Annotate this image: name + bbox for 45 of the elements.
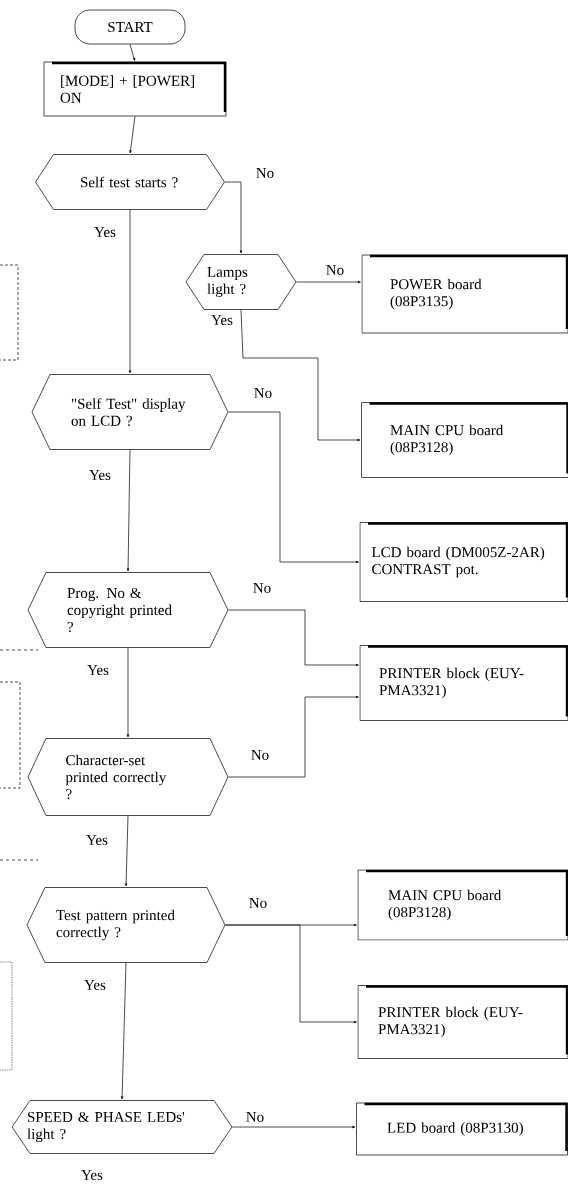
- decision-hexagon: Prog. No & copyright printed ?: [27, 572, 229, 648]
- component-box: POWER board (08P3135): [361, 254, 568, 334]
- component-box: LED board (08P3130): [356, 1102, 568, 1156]
- connector-arrow: [224, 181, 243, 254]
- edge-label: Yes: [210, 314, 234, 326]
- connector-arrow: [129, 116, 136, 154]
- connector-arrow: [228, 695, 359, 778]
- edge-label: Yes: [93, 226, 117, 238]
- edge-label: No: [247, 897, 269, 909]
- edge-label: No: [254, 167, 276, 179]
- component-box: MAIN CPU board (08P3128): [361, 402, 568, 478]
- decision-hexagon: Lamps light ?: [185, 254, 297, 310]
- decision-hexagon: "Self Test" display on LCD ?: [31, 374, 229, 450]
- decision-hexagon: SPEED & PHASE LEDs' light ?: [11, 1100, 233, 1154]
- decision-hexagon: Test pattern printed correctly ?: [26, 887, 226, 963]
- edge-label: Yes: [88, 469, 112, 481]
- component-box: [MODE] + [POWER] ON: [43, 61, 227, 117]
- connector-arrow: [125, 815, 129, 887]
- decision-hexagon: Self test starts ?: [35, 154, 225, 210]
- connector-arrow: [228, 411, 359, 564]
- connector-arrow: [240, 309, 361, 442]
- connector-arrow: [126, 449, 131, 572]
- branch-label: Yes: [81, 1170, 103, 1180]
- edge-label: No: [251, 582, 273, 594]
- component-box: MAIN CPU board (08P3128): [357, 869, 568, 941]
- connector-arrow: [129, 44, 136, 61]
- decision-hexagon: Character-set printed correctly ?: [27, 738, 229, 816]
- connector-arrow: [225, 924, 357, 1024]
- connector-arrow: [296, 280, 361, 284]
- edge-label: No: [252, 387, 274, 399]
- connector-arrow: [126, 647, 130, 738]
- terminal-box: START: [74, 9, 186, 45]
- edge-label: Yes: [83, 979, 107, 991]
- edge-label: Yes: [86, 664, 110, 676]
- edge-label: Yes: [85, 834, 109, 846]
- component-box: LCD board (DM005Z-2AR) CONTRAST pot.: [359, 522, 568, 602]
- component-box: PRINTER block (EUY-PMA3321): [357, 985, 568, 1059]
- connector-arrow: [232, 1125, 356, 1129]
- component-box: PRINTER block (EUY-PMA3321): [359, 645, 568, 721]
- edge-label: No: [244, 1111, 266, 1123]
- connector-arrow: [128, 209, 132, 374]
- connector-arrow: [121, 962, 127, 1100]
- connector-arrow: [228, 609, 359, 667]
- edge-label: No: [249, 749, 271, 761]
- edge-label: No: [324, 264, 346, 276]
